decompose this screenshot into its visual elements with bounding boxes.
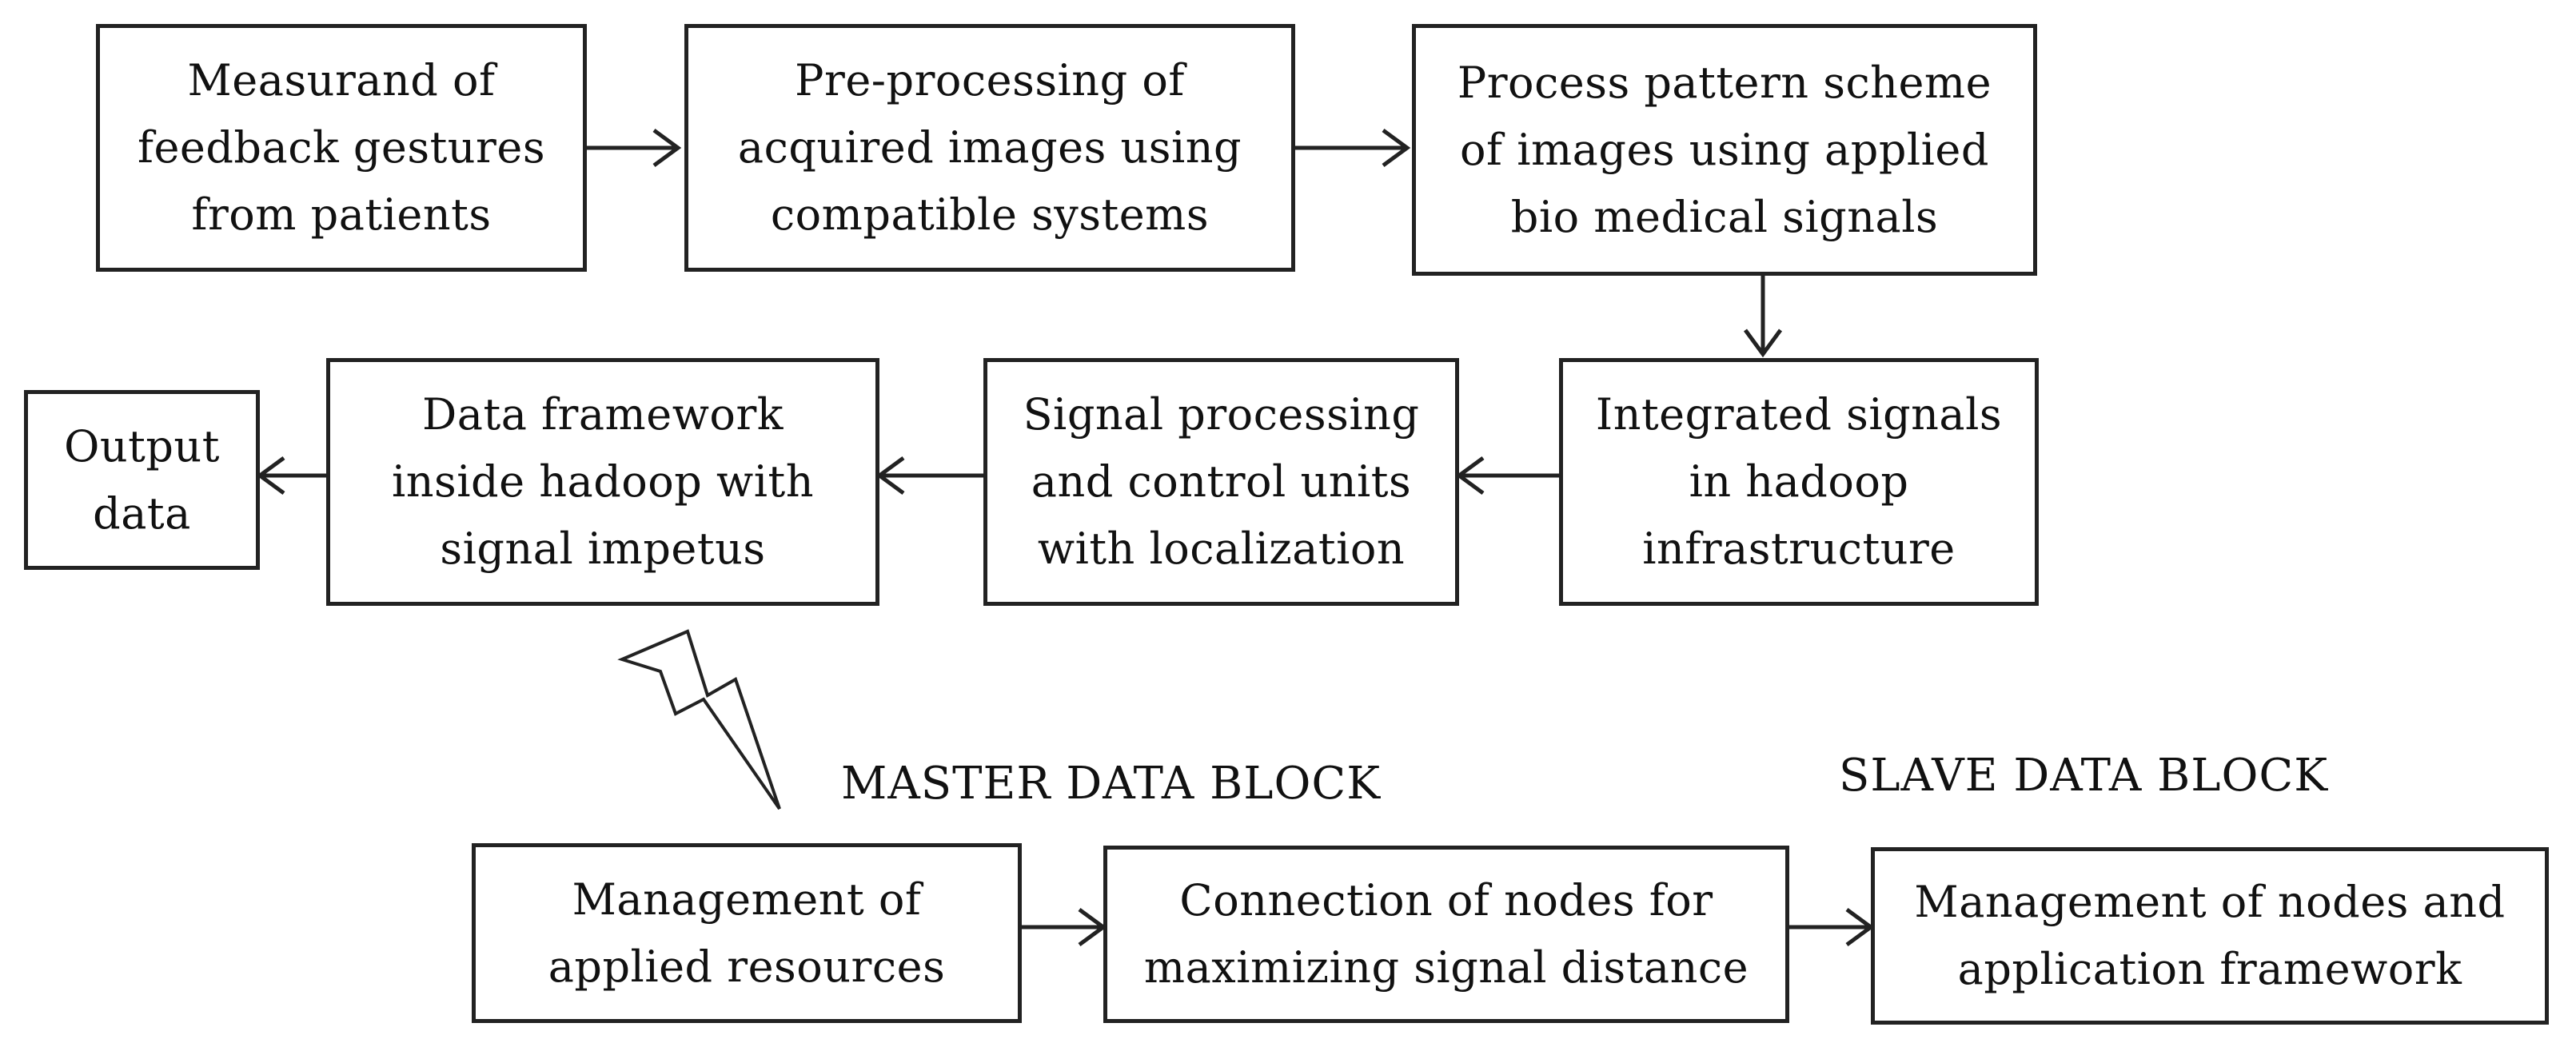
box-management-nodes-framework: Management of nodes and application fram… (1871, 847, 2549, 1025)
arrow-measurand-to-preprocessing (587, 128, 682, 168)
box-line: Connection of nodes for (1179, 875, 1713, 926)
box-data-framework-hadoop: Data framework inside hadoop with signal… (326, 358, 879, 606)
box-line: acquired images using (737, 122, 1242, 173)
arrow-preprocessing-to-process-pattern (1295, 128, 1411, 168)
box-line: applied resources (548, 941, 946, 992)
box-line: Output (64, 420, 220, 472)
box-management-applied-resources: Management of applied resources (472, 843, 1022, 1023)
box-line: Management of (572, 874, 922, 925)
arrow-data-framework-to-output (256, 456, 326, 496)
box-line: Process pattern scheme (1457, 57, 1992, 108)
box-line: Management of nodes and (1914, 877, 2506, 927)
box-process-pattern-scheme: Process pattern scheme of images using a… (1412, 24, 2037, 276)
box-line: from patients (191, 189, 492, 240)
box-integrated-signals-hadoop: Integrated signals in hadoop infrastruct… (1559, 358, 2039, 606)
box-measurand-feedback-gestures: Measurand of feedback gestures from pati… (96, 24, 587, 272)
arrow-management-to-connection (1022, 907, 1107, 947)
box-line: compatible systems (770, 189, 1210, 240)
box-line: infrastructure (1642, 523, 1956, 574)
box-line: Signal processing (1023, 389, 1420, 440)
box-preprocessing-images: Pre-processing of acquired images using … (684, 24, 1295, 272)
lightning-bolt-icon (617, 629, 781, 810)
box-line: and control units (1031, 456, 1412, 507)
arrow-signal-processing-to-data-framework (875, 456, 983, 496)
box-output-data: Output data (24, 390, 260, 570)
box-line: inside hadoop with (392, 456, 814, 507)
box-line: bio medical signals (1510, 191, 1939, 242)
arrow-process-pattern-to-integrated (1743, 276, 1783, 358)
box-line: with localization (1037, 523, 1406, 574)
box-line: Pre-processing of (795, 55, 1185, 105)
box-line: application framework (1957, 944, 2462, 994)
box-line: of images using applied (1460, 124, 1989, 175)
box-connection-of-nodes: Connection of nodes for maximizing signa… (1103, 846, 1789, 1023)
box-line: Integrated signals (1595, 389, 2003, 440)
arrow-connection-to-slave (1789, 907, 1875, 947)
master-data-block-heading: MASTER DATA BLOCK (841, 758, 1382, 810)
box-line: Measurand of (187, 55, 496, 105)
arrow-integrated-to-signal-processing (1455, 456, 1559, 496)
box-signal-processing-control: Signal processing and control units with… (983, 358, 1459, 606)
box-line: data (93, 488, 191, 539)
box-line: signal impetus (440, 523, 766, 574)
slave-data-block-heading: SLAVE DATA BLOCK (1839, 750, 2329, 802)
box-line: in hadoop (1689, 456, 1909, 507)
box-line: feedback gestures (137, 122, 546, 173)
box-line: maximizing signal distance (1143, 942, 1749, 993)
box-line: Data framework (422, 389, 784, 440)
